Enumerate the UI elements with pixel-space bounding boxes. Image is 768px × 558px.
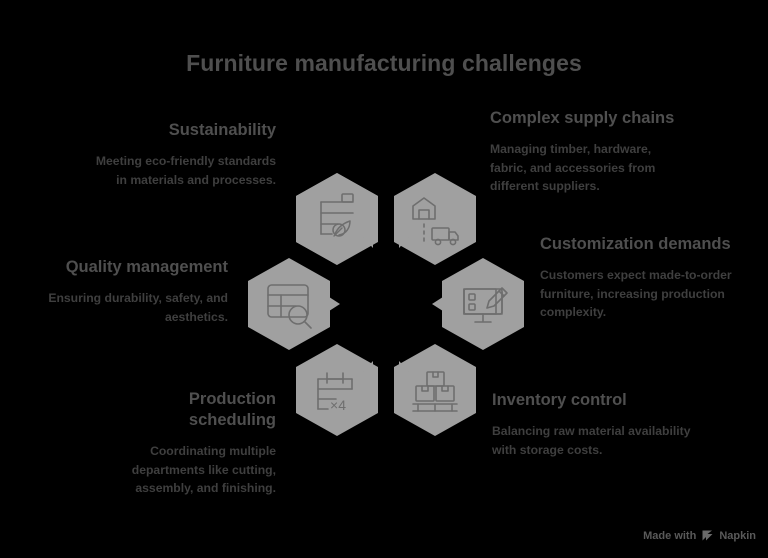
boxes-pallet-icon — [412, 371, 458, 412]
watermark: Made with Napkin — [643, 529, 756, 542]
section-complex-supply-chains: Complex supply chains Managing timber, h… — [490, 108, 690, 196]
hexagon-cluster: ×4 — [246, 172, 536, 437]
watermark-prefix: Made with — [643, 529, 697, 542]
section-heading-complex-supply-chains: Complex supply chains — [490, 109, 675, 127]
calendar-multiplier-label: ×4 — [330, 397, 346, 413]
monitor-pencil-icon — [463, 287, 508, 323]
section-heading-customization-demands: Customization demands — [540, 235, 731, 253]
section-sustainability: Sustainability Meeting eco-friendly stan… — [88, 120, 276, 189]
page-title: Furniture manufacturing challenges — [186, 50, 582, 76]
section-customization-demands: Customization demands Customers expect m… — [540, 234, 744, 322]
section-body-inventory-control: Balancing raw material availability with… — [492, 424, 691, 457]
calendar-x4-icon — [317, 372, 353, 410]
section-inventory-control: Inventory control Balancing raw material… — [492, 390, 692, 459]
warehouse-truck-icon — [412, 197, 459, 246]
section-heading-sustainability: Sustainability — [168, 121, 276, 139]
table-magnifier-icon — [267, 284, 312, 329]
napkin-logo-icon — [702, 530, 713, 541]
hexagon-customization-demands[interactable] — [432, 257, 526, 351]
section-heading-inventory-control: Inventory control — [492, 391, 627, 409]
section-body-customization-demands: Customers expect made-to-order furniture… — [540, 268, 732, 320]
hexagon-complex-supply-chains[interactable] — [392, 172, 478, 266]
hexagon-inventory-control[interactable] — [392, 343, 478, 437]
section-body-quality-management: Ensuring durability, safety, and aesthet… — [48, 291, 228, 324]
section-body-sustainability: Meeting eco-friendly standards in materi… — [95, 154, 276, 187]
watermark-brand: Napkin — [719, 529, 756, 542]
hexagon-production-scheduling[interactable]: ×4 — [294, 343, 380, 437]
section-body-complex-supply-chains: Managing timber, hardware, fabric, and a… — [490, 142, 656, 194]
section-production-scheduling: Production scheduling Coordinating multi… — [104, 389, 276, 498]
section-heading-production-scheduling: Production scheduling — [188, 390, 276, 430]
hexagon-quality-management[interactable] — [246, 257, 340, 351]
section-body-production-scheduling: Coordinating multiple departments like c… — [131, 444, 276, 496]
section-heading-quality-management: Quality management — [65, 258, 228, 276]
shelf-leaf-icon — [320, 193, 354, 237]
section-quality-management: Quality management Ensuring durability, … — [28, 257, 228, 326]
hexagon-sustainability[interactable] — [294, 172, 380, 266]
